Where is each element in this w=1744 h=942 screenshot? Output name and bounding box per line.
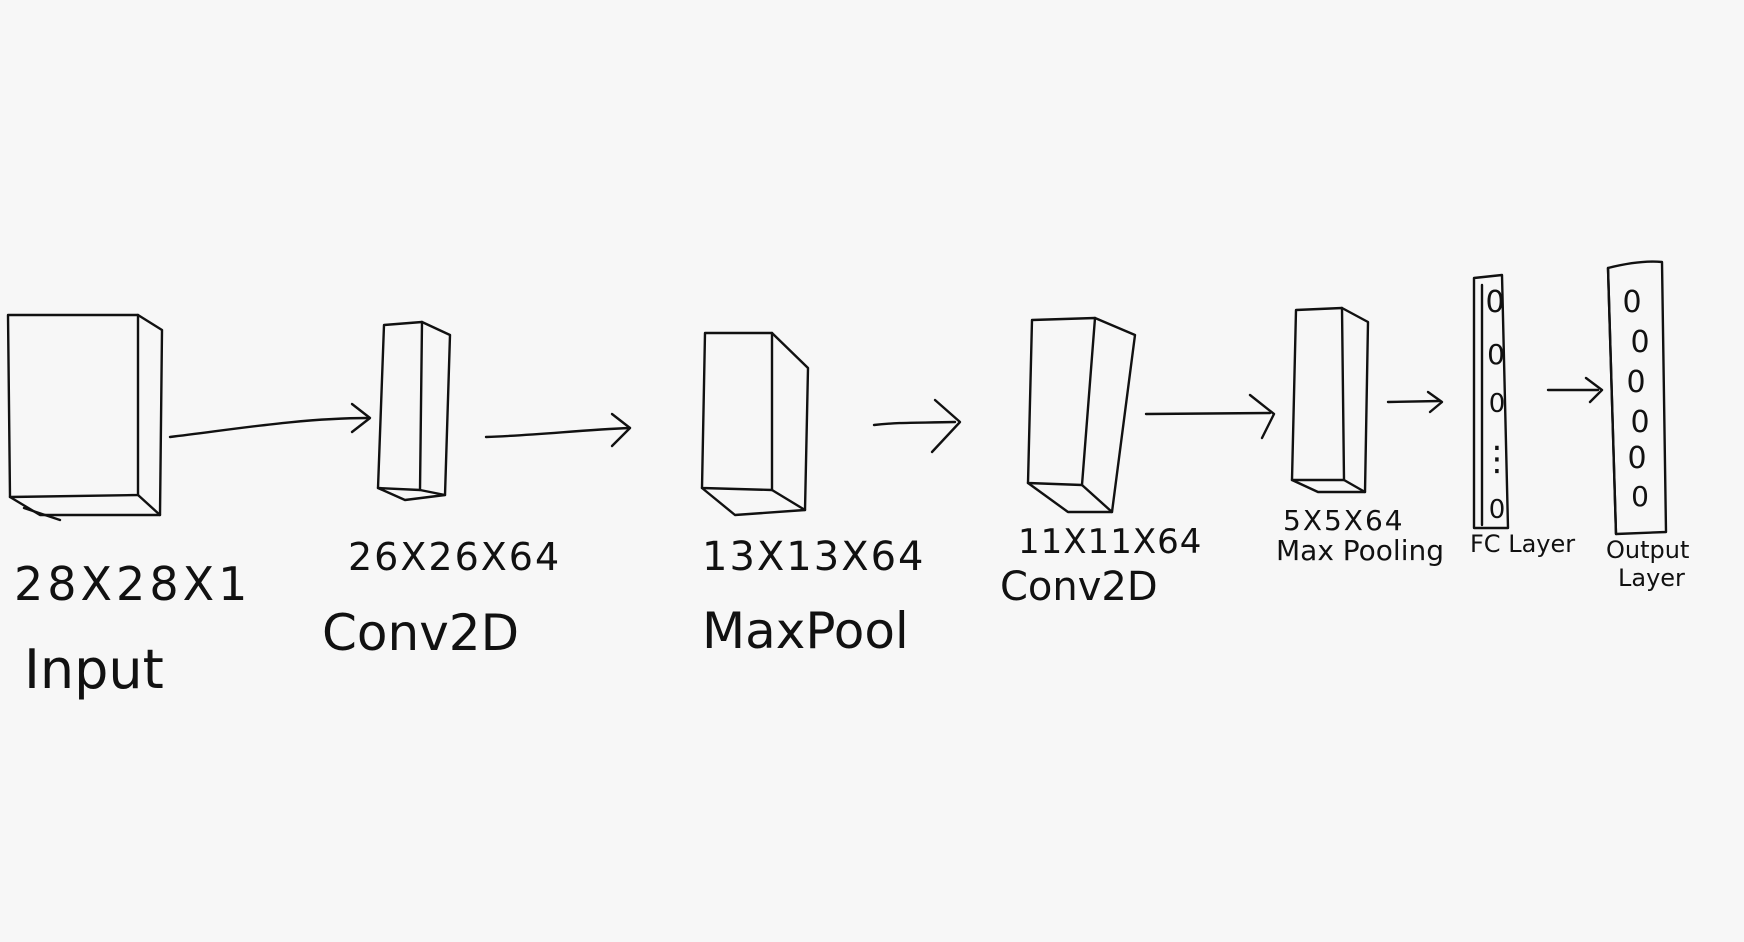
output-name-label-line2: Layer <box>1618 564 1685 592</box>
arrow-input-to-conv1 <box>168 402 372 439</box>
fc-name-label: FC Layer <box>1470 530 1575 558</box>
pool2-name-label: Max Pooling <box>1276 534 1444 567</box>
output-layer-block <box>1606 260 1668 536</box>
output-neuron: 0 <box>1631 480 1649 513</box>
arrow-conv1-to-pool1 <box>484 412 632 448</box>
output-neuron: 0 <box>1622 285 1641 320</box>
conv1-dims-label: 26X26X64 <box>348 535 561 579</box>
pool1-block <box>700 331 810 517</box>
input-block <box>6 313 164 522</box>
arrow-fc-to-output <box>1546 376 1604 404</box>
output-name-label: Output <box>1606 536 1689 564</box>
arrow-pool1-to-conv2 <box>872 398 962 454</box>
fc-neuron: 0 <box>1485 285 1504 320</box>
conv2-dims-label: 11X11X64 <box>1018 522 1202 562</box>
pool1-name-label: MaxPool <box>702 602 909 660</box>
conv1-block <box>376 320 452 502</box>
fc-neuron: 0 <box>1489 389 1506 419</box>
fc-neuron: 0 <box>1487 338 1505 371</box>
fc-neuron: 0 <box>1489 495 1506 525</box>
pool1-dims-label: 13X13X64 <box>702 534 926 580</box>
arrow-pool2-to-fc <box>1386 390 1444 414</box>
output-neuron: 0 <box>1630 405 1649 440</box>
output-neuron: 0 <box>1627 441 1646 476</box>
conv1-name-label: Conv2D <box>322 604 519 662</box>
conv2-block <box>1026 316 1137 514</box>
fc-layer-block <box>1472 273 1510 530</box>
conv2-name-label: Conv2D <box>1000 564 1158 610</box>
input-dims-label: 28X28X1 <box>14 557 251 611</box>
fc-neuron-ellipsis: ⋮ <box>1480 439 1514 479</box>
pool2-block <box>1290 306 1370 494</box>
arrow-conv2-to-pool2 <box>1144 393 1276 440</box>
output-neuron: 0 <box>1630 325 1649 360</box>
input-name-label: Input <box>24 638 164 701</box>
output-neuron: 0 <box>1626 365 1645 400</box>
pool2-dims-label: 5X5X64 <box>1283 504 1405 537</box>
